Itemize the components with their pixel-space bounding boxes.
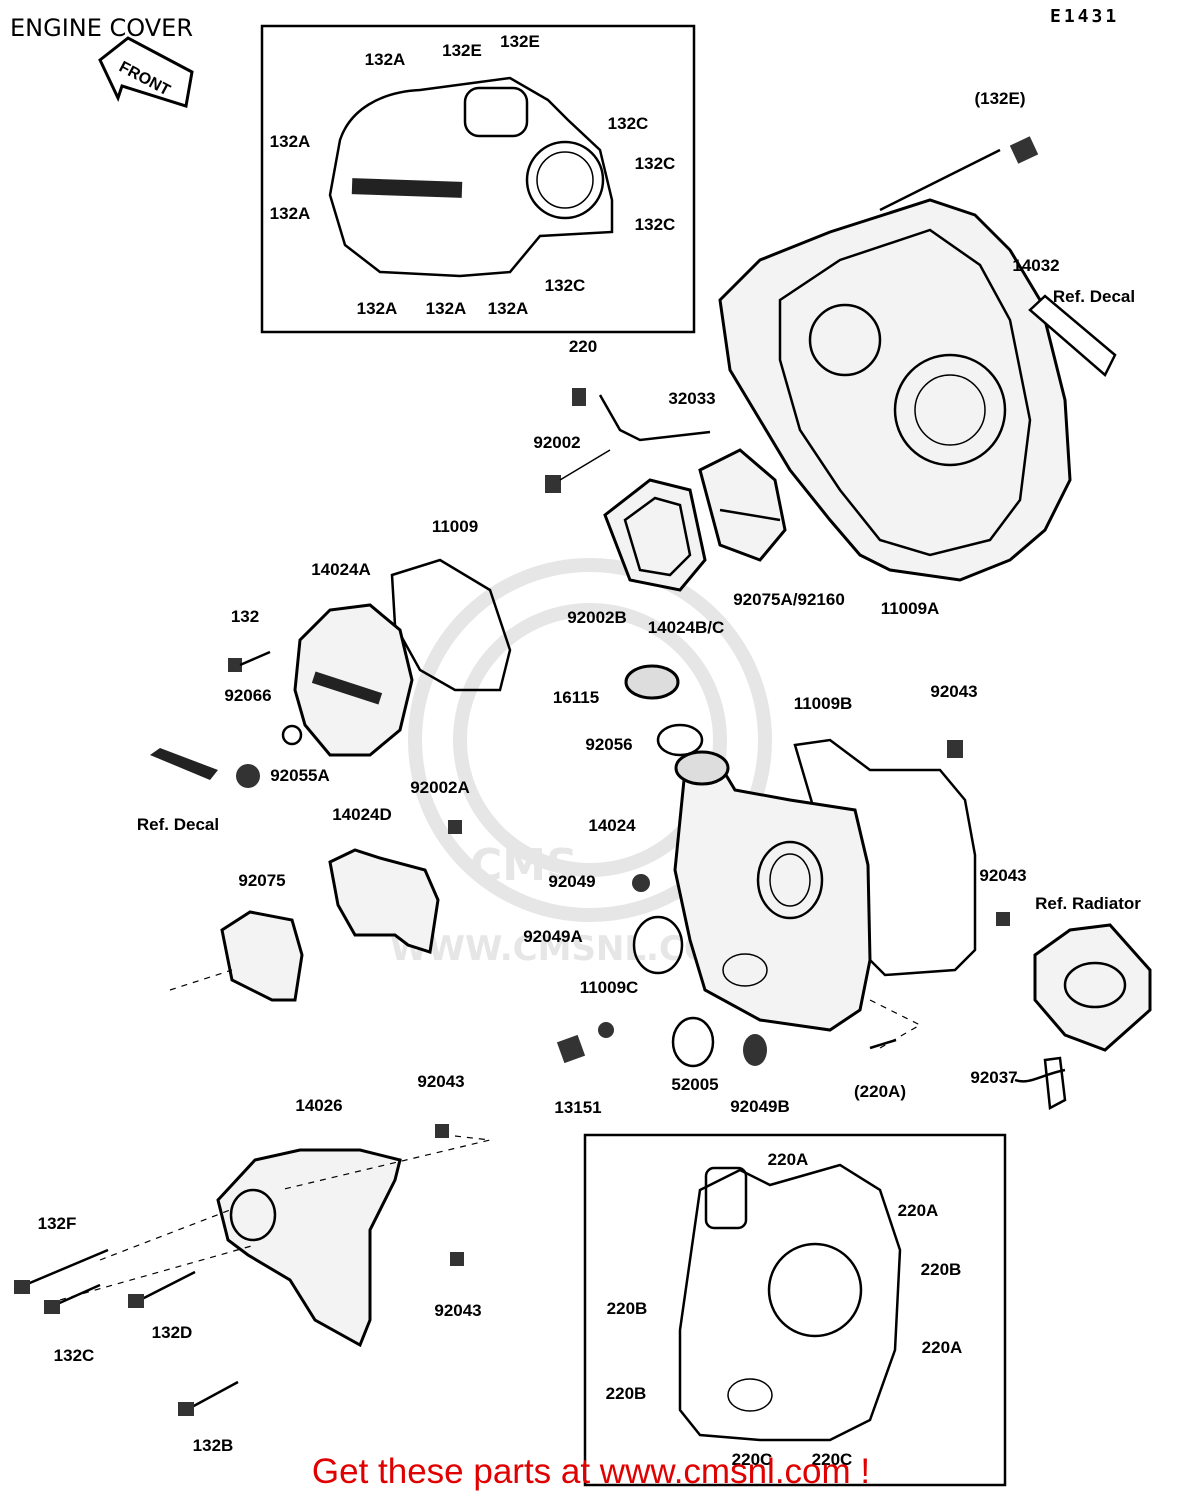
cover-plate-92075	[220, 910, 304, 1002]
label-92049A: 92049A	[523, 927, 583, 946]
label-132D: 132D	[151, 1323, 193, 1342]
seal-92049A	[632, 915, 684, 975]
label-132C: 132C	[634, 215, 676, 234]
hose-32033	[598, 394, 711, 442]
label-132E-paren: (132E)	[974, 89, 1026, 108]
inset-box-bolt-pattern	[260, 24, 696, 334]
label-11009: 11009	[431, 517, 479, 536]
seal-92049B	[743, 1034, 767, 1066]
label-16115: 16115	[552, 688, 600, 707]
inset-box-220-bolts	[583, 1133, 1007, 1487]
label-132A: 132A	[425, 299, 467, 318]
sprocket-cover-14026	[216, 1148, 402, 1348]
label-14024D: 14024D	[332, 805, 392, 824]
label-220C: 220C	[811, 1450, 853, 1469]
label-220A: 220A	[767, 1150, 809, 1169]
plug-92066	[236, 764, 260, 788]
label-ref-radiator: Ref. Radiator	[1035, 894, 1141, 913]
label-132: 132	[230, 607, 260, 626]
svg-text:WWW.CMSNL.COM: WWW.CMSNL.COM	[390, 929, 747, 969]
label-ref-decal: Ref. Decal	[136, 815, 220, 834]
label-92043: 92043	[930, 682, 978, 701]
label-220B: 220B	[606, 1299, 648, 1318]
inset-cover-outline	[328, 76, 614, 278]
label-92043: 92043	[417, 1072, 465, 1091]
label-14032: 14032	[1012, 256, 1060, 275]
label-132B: 132B	[192, 1436, 234, 1455]
label-132C: 132C	[544, 276, 586, 295]
label-132A: 132A	[364, 50, 406, 69]
oring-92055A	[281, 724, 303, 746]
label-52005: 52005	[671, 1075, 719, 1094]
footer-link-text[interactable]: Get these parts at www.cmsnl.com !	[311, 1452, 871, 1491]
bolt-132E	[879, 148, 1001, 212]
label-220A-paren: (220A)	[854, 1082, 906, 1101]
label-132A: 132A	[356, 299, 398, 318]
ref-decal-strip-1	[1028, 294, 1117, 377]
radiator-hose-fitting	[1033, 923, 1152, 1110]
crankcase-cover-14032	[718, 198, 1072, 582]
label-14024A: 14024A	[311, 560, 371, 579]
bolt-132C	[54, 1283, 101, 1307]
label-92002: 92002	[533, 433, 581, 452]
label-14024: 14024	[588, 816, 636, 835]
bolt-132D	[139, 1270, 196, 1302]
bolt-132F	[24, 1248, 109, 1287]
page-title: ENGINE COVER	[10, 14, 194, 42]
label-132C: 132C	[53, 1346, 95, 1365]
label-11009C: 11009C	[579, 978, 639, 997]
label-92043: 92043	[979, 866, 1027, 885]
diagram-code: E1431	[1050, 6, 1120, 27]
label-11009B: 11009B	[793, 694, 853, 713]
label-92002B: 92002B	[567, 608, 627, 627]
ref-decal-strip-2	[150, 748, 218, 780]
label-220A: 220A	[897, 1201, 939, 1220]
svg-text:CMS: CMS	[470, 840, 578, 891]
label-92055A: 92055A	[270, 766, 330, 785]
label-132E: 132E	[500, 32, 540, 51]
cover-14024A	[293, 603, 414, 757]
label-220B: 220B	[605, 1384, 647, 1403]
label-11009A: 11009A	[880, 599, 940, 618]
label-14026: 14026	[295, 1096, 343, 1115]
oring-92056	[656, 723, 704, 757]
label-132F: 132F	[37, 1214, 77, 1233]
front-arrow-icon: FRONT	[98, 36, 194, 108]
label-220B: 220B	[920, 1260, 962, 1279]
label-14024B-C: 14024B/C	[647, 618, 725, 637]
label-220C: 220C	[731, 1450, 773, 1469]
label-132E: 132E	[442, 41, 482, 60]
label-92075: 92075	[238, 871, 286, 890]
label-132C: 132C	[607, 114, 649, 133]
drain-bolt-13151	[556, 1034, 586, 1064]
label-132A: 132A	[269, 204, 311, 223]
label-92075A-92160: 92075A/92160	[733, 590, 845, 609]
label-32033: 32033	[668, 389, 716, 408]
thermostat-housing-14024B-C	[603, 448, 787, 592]
label-220A: 220A	[921, 1338, 963, 1357]
watermark-logo: CMS WWW.CMSNL.COM	[390, 558, 772, 969]
label-132C: 132C	[634, 154, 676, 173]
label-132A: 132A	[269, 132, 311, 151]
label-132A: 132A	[487, 299, 529, 318]
filler-cap-16115	[624, 664, 680, 700]
label-92043: 92043	[434, 1301, 482, 1320]
label-92037: 92037	[970, 1068, 1018, 1087]
label-13151: 13151	[554, 1098, 602, 1117]
bolt-132B	[189, 1380, 239, 1410]
inset-pump-cover-outline	[678, 1163, 902, 1442]
label-92056: 92056	[585, 735, 633, 754]
label-220: 220	[568, 337, 598, 356]
label-92002A: 92002A	[410, 778, 470, 797]
label-92066: 92066	[224, 686, 272, 705]
label-92049B: 92049B	[730, 1097, 790, 1116]
label-92049: 92049	[548, 872, 596, 891]
bracket-14024D	[328, 848, 440, 954]
water-pump-cover-14024	[673, 750, 872, 1032]
oring-52005	[671, 1016, 715, 1068]
label-ref-decal: Ref. Decal	[1052, 287, 1136, 306]
